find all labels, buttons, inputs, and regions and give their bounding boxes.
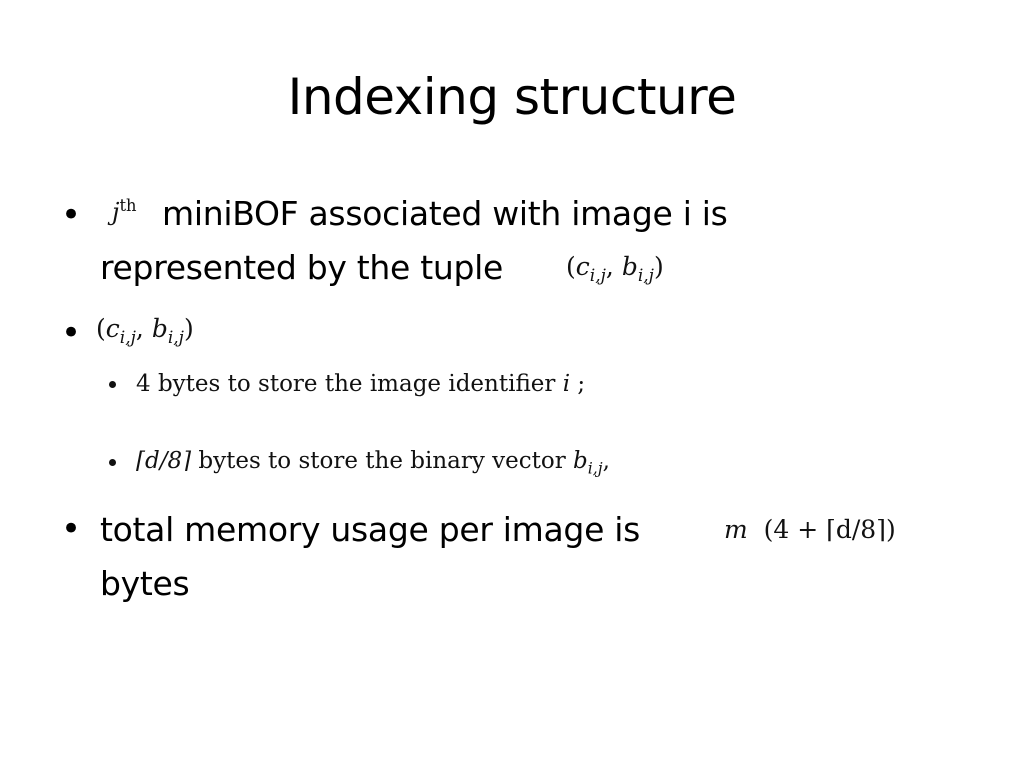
bullet3-line1: total memory usage per image is (100, 510, 641, 549)
c-sub: i,j (589, 265, 606, 286)
bullet-dot: • (61, 509, 82, 549)
tuple-math-inline: (ci,j, bi,j) (566, 252, 664, 286)
sub-bullet-dot (109, 459, 116, 466)
sub-item-text: 4 bytes to store the image identifier (136, 371, 563, 397)
jth-j: j (112, 197, 120, 226)
identifier-i: i (562, 371, 571, 397)
comma: , (605, 252, 622, 281)
sub-item-identifier: 4 bytes to store the image identifier i … (136, 369, 585, 399)
bullet1-line1: miniBOF associated with image i is (162, 194, 728, 233)
jth-math: jth (112, 196, 137, 226)
sub-item-text: bytes to store the binary vector (191, 448, 574, 474)
sub-item-binary-vector: ⌈d/8⌉ bytes to store the binary vector b… (136, 446, 610, 483)
m-var: m (724, 515, 748, 544)
c-var: c (105, 314, 120, 343)
b-var: b (621, 252, 638, 281)
bullet-dot: • (61, 195, 82, 235)
ceil-d8: ⌈d/8⌉ (136, 448, 192, 474)
sub-bullet-dot (109, 381, 116, 388)
bullet-dot: • (61, 313, 82, 353)
paren-close: ) (183, 314, 194, 343)
tuple-math-block: (ci,j, bi,j) (96, 314, 194, 348)
paren-close: ) (653, 252, 664, 281)
b-sub: i,j (637, 265, 654, 286)
memory-expr-math: m (4 + ⌈d/8⌉) (724, 515, 896, 544)
bullet3-line2: bytes (100, 564, 190, 603)
b-var: b (151, 314, 168, 343)
memory-expr-rest: (4 + ⌈d/8⌉) (763, 515, 896, 544)
jth-sup: th (119, 196, 137, 215)
paren-open: ( (566, 252, 576, 281)
b-sub: i,j (587, 458, 603, 478)
paren-open: ( (96, 314, 106, 343)
c-var: c (575, 252, 590, 281)
b-var: b (573, 448, 588, 474)
b-sub: i,j (167, 327, 184, 348)
comma: , (135, 314, 152, 343)
bullet1-line2: represented by the tuple (100, 248, 504, 287)
slide-title: Indexing structure (287, 68, 737, 126)
c-sub: i,j (119, 327, 136, 348)
sub-item-suffix: , (602, 448, 610, 474)
sub-item-suffix: ; (570, 371, 586, 397)
